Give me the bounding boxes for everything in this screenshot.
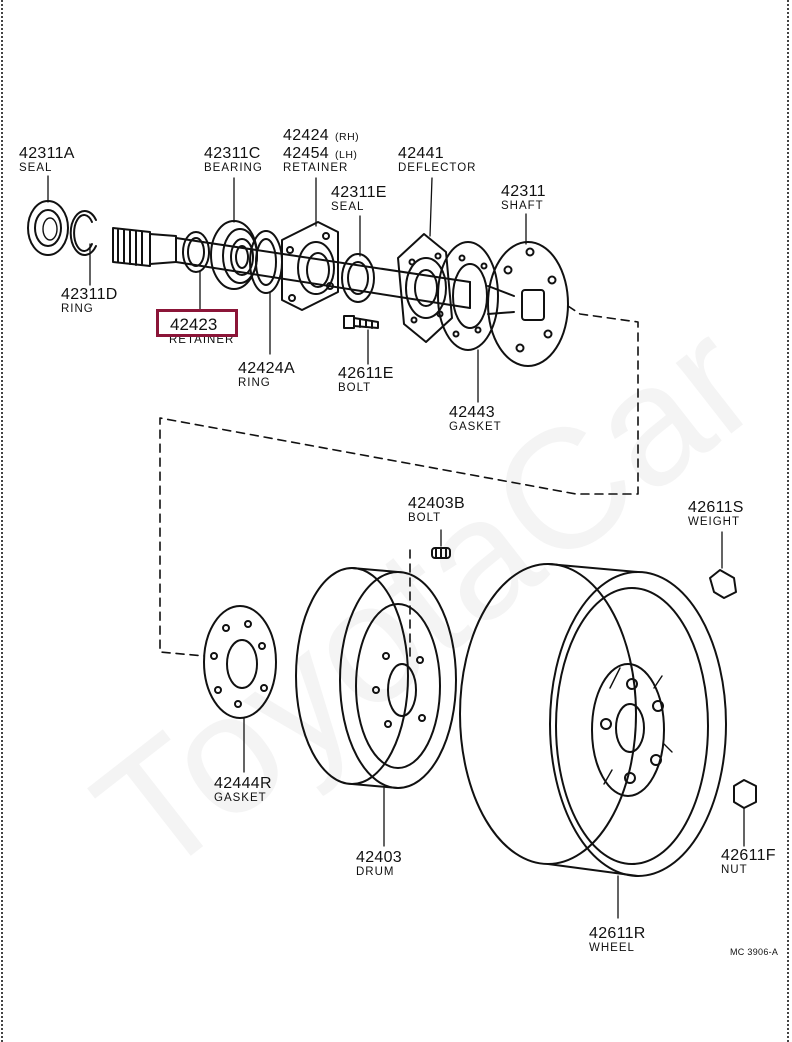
drum-bolt-drawing [431, 529, 451, 559]
deflector-drawing [397, 233, 453, 343]
highlighted-part-box[interactable]: 42423 [156, 309, 238, 337]
balance-weight-drawing [709, 531, 737, 599]
wheel-drawing [459, 563, 727, 919]
retaining-ring-drawing [249, 230, 283, 294]
flange-gasket-drawing [437, 241, 499, 351]
highlighted-part-name: RETAINER [169, 334, 235, 346]
right-perforated-edge [787, 0, 789, 1042]
lug-nut-drawing [733, 779, 757, 847]
part-label-42424: 42424(RH) [283, 127, 360, 144]
retainer-plate-drawing [281, 221, 339, 311]
leader-lines-upper [47, 175, 527, 403]
drum-gasket-drawing [203, 605, 277, 773]
snap-ring-drawing [69, 210, 97, 256]
oil-seal-drawing [341, 253, 375, 303]
retainer-drawing [182, 231, 210, 273]
part-label-42454: 42454(LH)RETAINER [283, 145, 358, 174]
seal-drawing [27, 200, 69, 256]
dashed-connectors [159, 305, 639, 657]
illustration-code: MC 3906-A [730, 947, 779, 957]
hub-bolt-drawing [343, 315, 379, 329]
left-perforated-edge [1, 0, 3, 1042]
highlighted-part-number: 42423 [170, 315, 218, 334]
shaft-flange-drawing [487, 241, 569, 367]
brake-drum-drawing [295, 567, 457, 847]
